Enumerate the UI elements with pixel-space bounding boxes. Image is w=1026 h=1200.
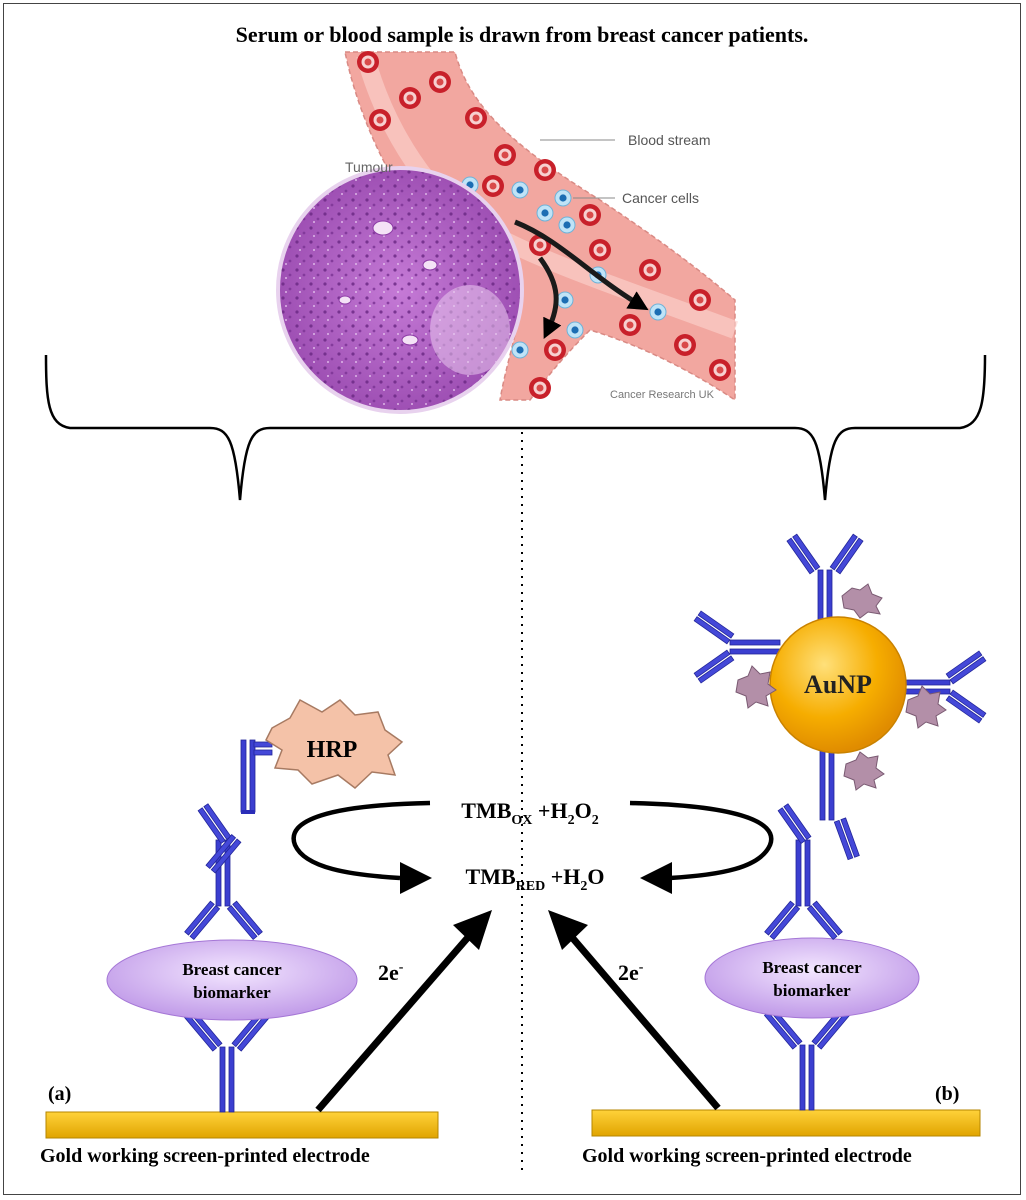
tumour-label: Tumour — [345, 159, 393, 175]
biomarker-a — [106, 939, 358, 1021]
blood-stream-label: Blood stream — [628, 132, 710, 148]
capture-antibody-a — [183, 1009, 271, 1113]
figure-frame — [3, 3, 1021, 1195]
electrons-a: 2e- — [378, 960, 404, 985]
blood-vessel — [344, 51, 736, 402]
biomarker-b-line1: Breast cancer — [762, 958, 862, 977]
biomarker-b-line2: biomarker — [773, 981, 851, 1000]
migration-arrow-down — [537, 256, 562, 340]
detection-antibody-a — [184, 739, 273, 941]
cycle-right-arrowhead — [640, 862, 672, 894]
image-credit: Cancer Research UK — [610, 389, 715, 401]
biomarker-b — [704, 937, 920, 1019]
electron-arrowhead-b — [548, 910, 588, 950]
electrons-b: 2e- — [618, 960, 644, 985]
capture-antibody-b — [763, 1007, 851, 1111]
panel-a: Gold working screen-printed electrode (a… — [40, 698, 492, 1167]
aunp-label: AuNP — [804, 670, 872, 699]
electron-arrow-a — [315, 932, 473, 1113]
electrode-b-label: Gold working screen-printed electrode — [582, 1145, 912, 1167]
electrode-b — [591, 1109, 981, 1137]
panel-a-letter: (a) — [48, 1083, 71, 1105]
reaction-top: TMBOX +H2O2 — [461, 798, 598, 828]
detection-antibody-b — [764, 747, 860, 941]
blood-stream-illustration: Tumour Blood stream Cancer cells Cancer … — [276, 51, 739, 414]
electron-arrow-b — [567, 932, 721, 1111]
electrode-a — [45, 1111, 439, 1139]
electron-arrowhead-a — [453, 910, 492, 950]
hrp-label: HRP — [307, 737, 358, 763]
brace — [44, 354, 987, 501]
reaction-bottom: TMBRED +H2O — [466, 864, 605, 894]
redox-cycle: TMBOX +H2O2 TMBRED +H2O — [291, 798, 774, 894]
panel-b-letter: (b) — [935, 1083, 959, 1105]
biomarker-a-line2: biomarker — [193, 983, 271, 1002]
electrode-a-label: Gold working screen-printed electrode — [40, 1145, 370, 1167]
figure-title: Serum or blood sample is drawn from brea… — [236, 22, 809, 47]
hrp-labels-b — [735, 583, 947, 791]
cycle-left-arc — [291, 800, 431, 881]
hrp-enzyme — [265, 698, 404, 789]
panel-b: Gold working screen-printed electrode (b… — [548, 533, 987, 1167]
cancer-cells-label: Cancer cells — [622, 190, 699, 206]
cycle-left-arrowhead — [400, 862, 432, 894]
cycle-right-arc — [629, 800, 774, 881]
biomarker-a-line1: Breast cancer — [182, 960, 282, 979]
migration-arrow-right — [514, 219, 649, 311]
